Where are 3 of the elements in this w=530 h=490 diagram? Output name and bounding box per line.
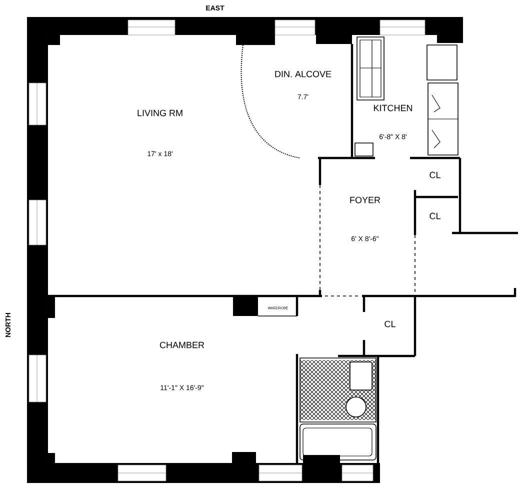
closet-label: CL xyxy=(430,212,440,220)
closet-label: CL xyxy=(430,172,440,178)
closet-label: CL xyxy=(384,320,396,328)
